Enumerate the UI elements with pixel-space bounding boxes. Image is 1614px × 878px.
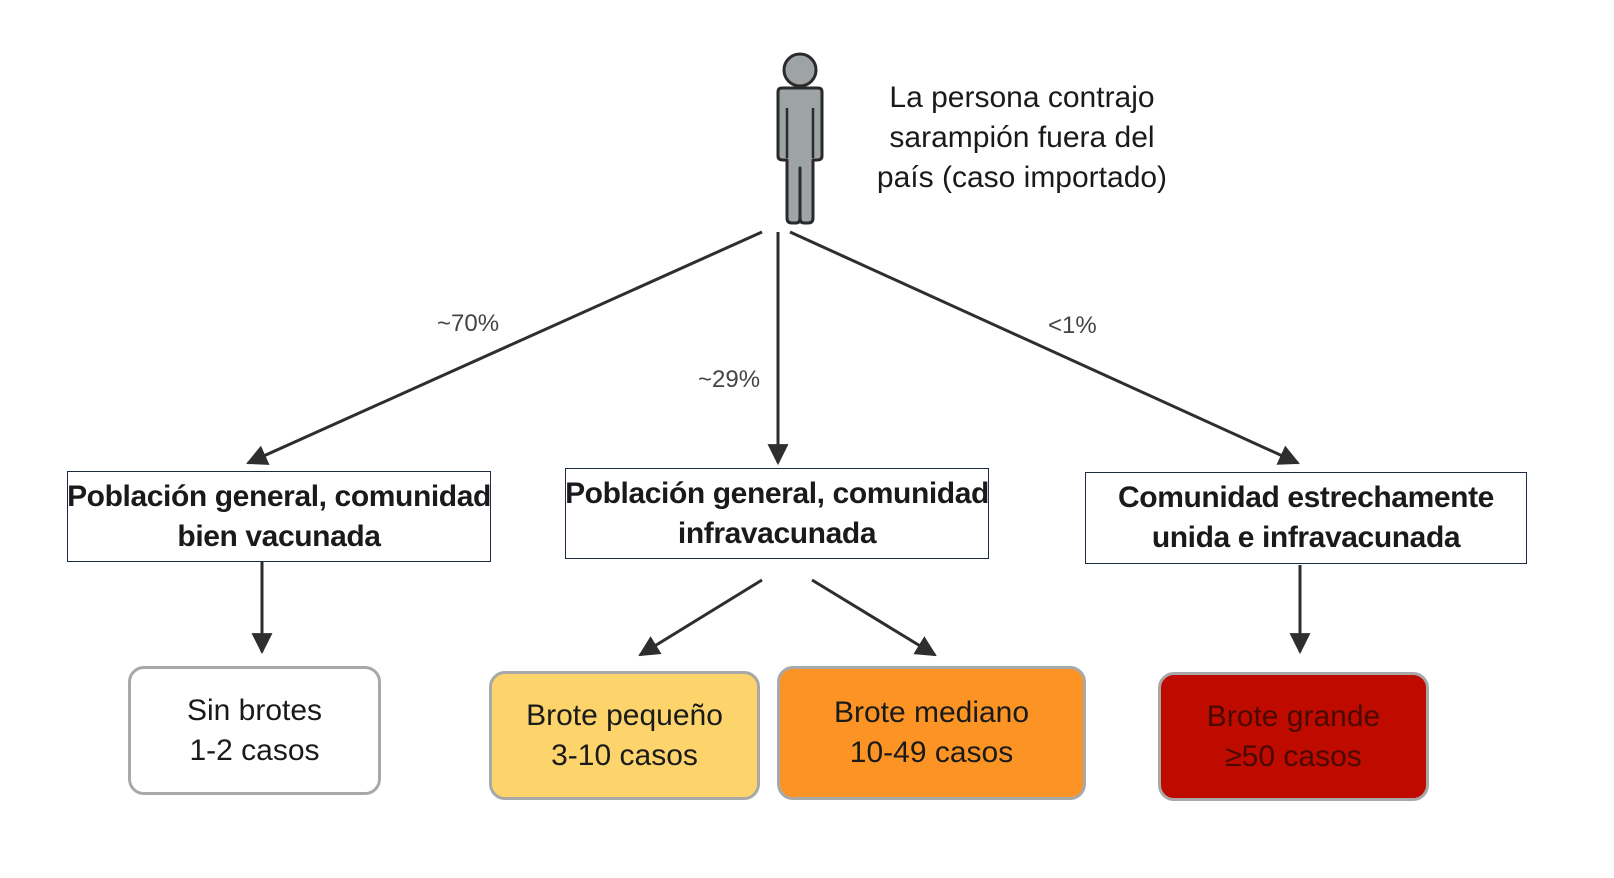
imported-case-caption: La persona contrajo sarampión fuera del … <box>862 78 1182 198</box>
arrow-to-close-knit <box>789 230 1300 465</box>
caption-line-1: La persona contrajo <box>889 81 1155 114</box>
outcome-cases: 3-10 casos <box>551 738 698 772</box>
population-line-1: Población general, comunidad <box>565 476 989 510</box>
arrow-to-small-outbreak <box>638 578 763 657</box>
percent-label-vaccinated: ~70% <box>437 310 500 337</box>
outcome-title: Sin brotes <box>186 693 323 727</box>
person-icon <box>776 52 824 225</box>
percent-label-undervaccinated: ~29% <box>698 366 761 393</box>
population-box-close-knit: Comunidad estrechamente unida e infravac… <box>1085 472 1527 564</box>
caption-line-3: país (caso importado) <box>876 161 1168 194</box>
outcome-cases: 1-2 casos <box>189 733 320 767</box>
arrow-to-vaccinated <box>246 230 763 465</box>
outcome-box-large-outbreak: Brote grande ≥50 casos <box>1158 672 1429 801</box>
caption-line-2: sarampión fuera del <box>889 121 1155 154</box>
population-box-vaccinated: Población general, comunidad bien vacuna… <box>67 471 491 562</box>
outcome-box-medium-outbreak: Brote mediano 10-49 casos <box>777 666 1086 800</box>
outcome-title: Brote grande <box>1206 699 1381 733</box>
population-line-2: unida e infravacunada <box>1151 521 1461 554</box>
outcome-box-no-outbreak: Sin brotes 1-2 casos <box>128 666 381 795</box>
outcome-box-small-outbreak: Brote pequeño 3-10 casos <box>489 671 760 800</box>
arrow-to-medium-outbreak <box>811 578 937 657</box>
population-line-1: Población general, comunidad <box>67 479 491 513</box>
outcome-cases: 10-49 casos <box>849 736 1014 769</box>
population-line-1: Comunidad estrechamente <box>1118 481 1494 514</box>
outcome-cases: ≥50 casos <box>1225 739 1362 773</box>
population-box-undervaccinated: Población general, comunidad infravacuna… <box>565 468 989 559</box>
population-line-2: infravacunada <box>677 516 877 550</box>
population-line-2: bien vacunada <box>177 519 381 553</box>
outcome-title: Brote mediano <box>833 696 1030 729</box>
outcome-title: Brote pequeño <box>526 698 723 732</box>
percent-label-close-knit: <1% <box>1048 312 1097 339</box>
